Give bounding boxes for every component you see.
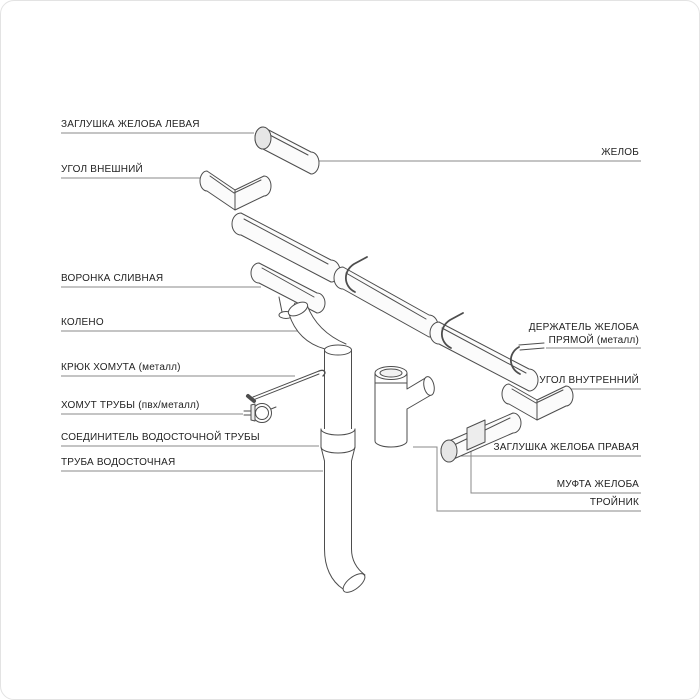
downpipe-outlet bbox=[342, 573, 366, 593]
clamp-hook-part bbox=[246, 369, 326, 403]
corner-internal-part bbox=[501, 383, 574, 421]
gutter-holder-strap bbox=[344, 256, 368, 293]
elbow-part bbox=[287, 301, 347, 350]
pipe-clamp-part bbox=[243, 403, 277, 423]
leader-gutter-coupling bbox=[470, 451, 641, 494]
label-clamp-hook: КРЮК ХОМУТА (металл) bbox=[61, 362, 181, 373]
gutter-segment bbox=[429, 321, 539, 392]
gutter-coupling-part bbox=[466, 419, 486, 451]
label-corner-external: УГОЛ ВНЕШНИЙ bbox=[61, 164, 143, 175]
gutter-holder-strap bbox=[440, 312, 464, 349]
gutter-with-right-cap bbox=[440, 412, 522, 463]
label-downpipe: ТРУБА ВОДОСТОЧНАЯ bbox=[61, 457, 176, 468]
label-pipe-connector: СОЕДИНИТЕЛЬ ВОДОСТОЧНОЙ ТРУБЫ bbox=[61, 432, 260, 443]
label-gutter-holder: ДЕРЖАТЕЛЬ ЖЕЛОБА ПРЯМОЙ (металл) bbox=[528, 322, 639, 346]
tee-part bbox=[374, 366, 435, 448]
label-gutter-end-cap-left: ЗАГЛУШКА ЖЕЛОБА ЛЕВАЯ bbox=[61, 119, 200, 130]
funnel-part bbox=[250, 262, 326, 319]
gutter-end-cap-left-part bbox=[254, 126, 272, 150]
gutter-segment bbox=[231, 212, 341, 283]
label-gutter-coupling: МУФТА ЖЕЛОБА bbox=[556, 479, 639, 490]
label-tee: ТРОЙНИК bbox=[589, 497, 639, 508]
label-funnel: ВОРОНКА СЛИВНАЯ bbox=[61, 273, 164, 284]
leader-tee bbox=[413, 446, 641, 512]
label-gutter-end-cap-right: ЗАГЛУШКА ЖЕЛОБА ПРАВАЯ bbox=[493, 442, 639, 453]
gutter-holder-metal-part bbox=[509, 342, 545, 375]
pipe-connector-part bbox=[320, 428, 356, 462]
downpipe-part bbox=[320, 344, 366, 593]
gutter-segment bbox=[333, 266, 439, 338]
gutter-end-cap-right-part bbox=[440, 439, 458, 463]
label-elbow: КОЛЕНО bbox=[61, 317, 104, 328]
label-gutter: ЖЕЛОБ bbox=[601, 147, 639, 158]
corner-external-part bbox=[199, 170, 272, 211]
leader-lines bbox=[61, 132, 641, 512]
label-pipe-clamp: ХОМУТ ТРУБЫ (пвх/металл) bbox=[61, 400, 200, 411]
label-corner-internal: УГОЛ ВНУТРЕННИЙ bbox=[539, 375, 639, 386]
gutter-sample-part bbox=[254, 126, 320, 175]
